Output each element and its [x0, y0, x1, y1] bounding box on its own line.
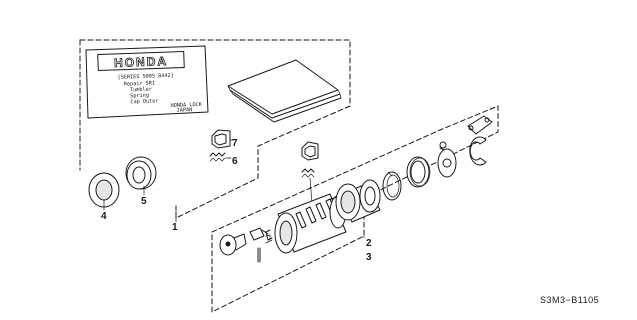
card-item-spring: Spring — [130, 93, 149, 100]
kit-bag — [227, 59, 342, 123]
retainer-clip — [249, 227, 271, 241]
diagram-code: S3M3−B1105 — [540, 295, 599, 305]
cap-outer-part-5 — [125, 156, 157, 196]
callout-7: 7 — [232, 138, 238, 149]
card-maker-text: HONDA LOCK — [170, 102, 202, 109]
snap-ring — [382, 171, 402, 201]
assembly-panel-outline — [211, 105, 499, 313]
lever-plate — [219, 233, 247, 256]
card-item-cap-outer: Cap Outer — [130, 98, 158, 105]
outer-ring — [406, 156, 431, 188]
card-repair-text: Repair SR1 — [124, 80, 155, 87]
callout-1: 1 — [172, 222, 178, 233]
pin — [257, 247, 261, 263]
card-brand-text: HONDA — [114, 54, 168, 70]
card-country-text: JAPAN — [177, 107, 193, 114]
link-piece — [467, 115, 493, 135]
tumbler-upper — [301, 141, 319, 161]
callout-3: 3 — [366, 252, 372, 263]
c-clip — [469, 136, 487, 166]
spring-part-6 — [209, 152, 232, 162]
tumbler-part-7 — [211, 129, 235, 149]
callout-5: 5 — [141, 196, 147, 207]
cam-washer — [437, 141, 457, 178]
callout-2: 2 — [366, 238, 372, 249]
card-item-tumbler: Tumbler — [130, 87, 152, 94]
callout-4: 4 — [101, 211, 107, 222]
card-series-text: [SERIES 5005 8442] — [117, 73, 173, 81]
lock-housing — [335, 179, 381, 223]
callout-6: 6 — [232, 156, 238, 167]
cap-part-4 — [88, 172, 120, 211]
spring-upper — [301, 168, 315, 205]
repair-kit-card: HONDA [SERIES 5005 8442] Repair SR1 Tumb… — [85, 45, 209, 119]
